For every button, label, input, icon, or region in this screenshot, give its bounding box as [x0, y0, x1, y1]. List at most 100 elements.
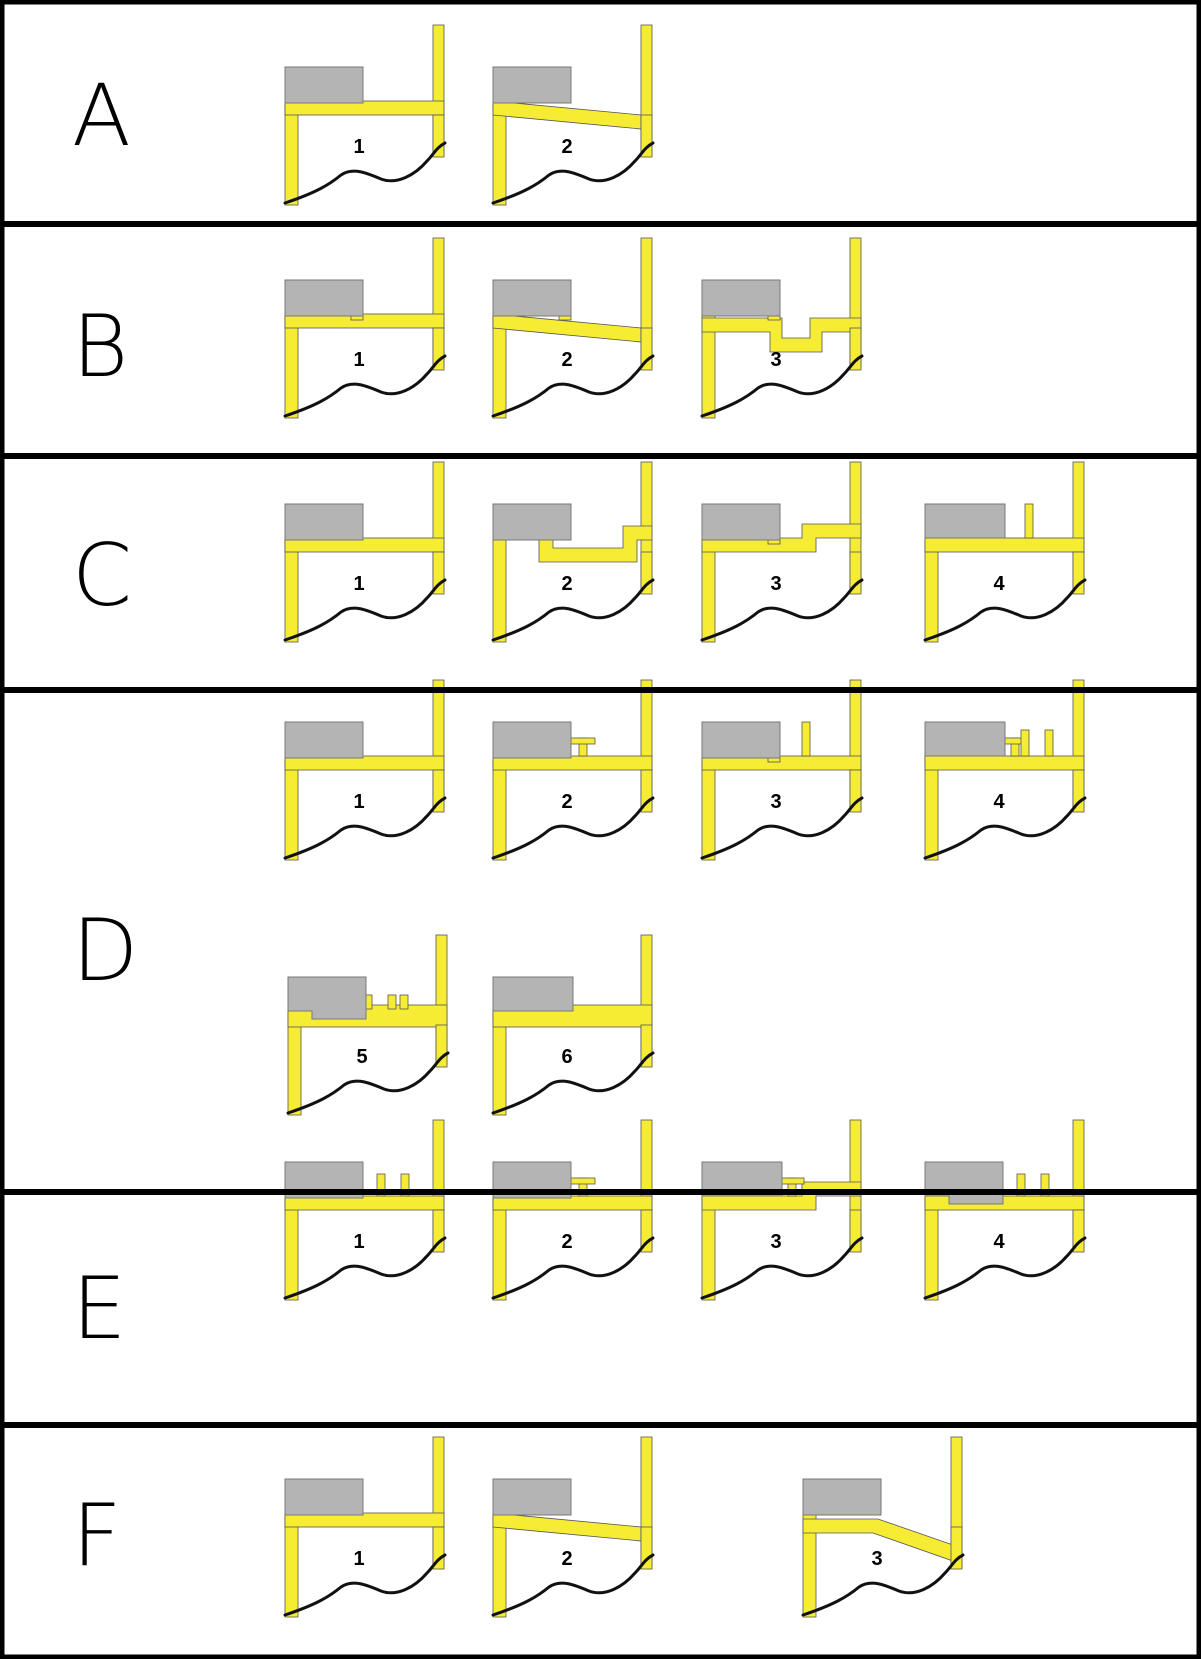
right-leg	[640, 327, 653, 371]
break-line	[700, 354, 864, 418]
right-leg	[432, 1526, 445, 1570]
right-leg	[640, 1526, 653, 1570]
right-leg	[432, 114, 445, 158]
small-fin	[1016, 1173, 1026, 1197]
profile-number: 1	[353, 573, 364, 595]
profile-f-1: 1	[283, 1436, 447, 1618]
break-line	[491, 354, 655, 418]
profile-d-4: 4	[923, 679, 1087, 861]
right-leg	[640, 551, 653, 595]
insert-block	[924, 503, 1006, 539]
profile-e-1: 1	[283, 1119, 447, 1301]
break-line	[283, 141, 447, 205]
profile-number: 3	[770, 1231, 781, 1253]
break-line	[700, 796, 864, 860]
right-leg	[849, 327, 862, 371]
profile-number: 4	[993, 1231, 1005, 1253]
insert-block	[492, 1478, 572, 1516]
horizontal-wall	[284, 755, 445, 771]
right-leg	[640, 769, 653, 813]
insert-block	[284, 66, 364, 104]
profile-number: 3	[770, 573, 781, 595]
right-leg	[432, 551, 445, 595]
right-leg	[1072, 551, 1085, 595]
horizontal-wall	[284, 1512, 445, 1528]
break-line	[923, 1236, 1087, 1300]
insert-block	[284, 503, 364, 541]
profile-d-1: 1	[283, 679, 447, 861]
horizontal-wall	[924, 537, 1085, 553]
profile-c-2: 2	[491, 461, 655, 643]
break-line	[283, 1553, 447, 1617]
small-fin	[1024, 503, 1034, 539]
profile-number: 2	[561, 136, 572, 158]
break-line	[491, 141, 655, 205]
row-letter-d: D	[72, 901, 138, 1001]
break-line	[491, 796, 655, 860]
horizontal-wall	[492, 1195, 653, 1211]
right-leg	[1072, 1209, 1085, 1253]
small-fin	[400, 1173, 410, 1197]
profile-d-6: 6	[491, 934, 655, 1116]
horizontal-wall	[924, 755, 1085, 771]
insert-block	[701, 279, 781, 317]
row-letter-f: F	[72, 1486, 121, 1586]
row-letter-a: A	[72, 66, 131, 166]
tee-cap	[570, 737, 596, 745]
right-leg	[1072, 769, 1085, 813]
insert-block	[492, 721, 572, 759]
profile-number: 3	[871, 1548, 882, 1570]
profile-d-2: 2	[491, 679, 655, 861]
row-letters: A B C D E F	[72, 66, 138, 1586]
insert-block	[701, 503, 781, 541]
insert-block	[924, 721, 1006, 757]
insert-block	[492, 66, 572, 104]
break-line	[491, 578, 655, 642]
small-fin	[376, 1173, 386, 1197]
profile-number: 2	[561, 573, 572, 595]
insert-block	[287, 976, 367, 1020]
right-leg	[435, 1024, 448, 1068]
profile-number: 6	[561, 1046, 572, 1068]
break-line	[283, 796, 447, 860]
profile-number: 2	[561, 349, 572, 371]
break-line	[286, 1051, 450, 1115]
slot-lip	[387, 994, 397, 1010]
insert-block	[802, 1478, 882, 1516]
profile-number: 3	[770, 349, 781, 371]
small-fin	[1020, 729, 1030, 757]
insert-block	[284, 721, 364, 759]
profile-number: 3	[770, 791, 781, 813]
profile-number: 2	[561, 1548, 572, 1570]
insert-block	[701, 721, 781, 759]
right-leg	[432, 769, 445, 813]
horizontal-wall	[284, 537, 445, 553]
profile-number: 2	[561, 1231, 572, 1253]
break-line	[283, 354, 447, 418]
insert-block	[284, 279, 364, 317]
row-letter-c: C	[72, 526, 132, 626]
tee-cap	[570, 1177, 596, 1185]
profile-f-3: 3	[801, 1436, 965, 1618]
right-leg	[432, 1209, 445, 1253]
profile-c-1: 1	[283, 461, 447, 643]
right-leg	[849, 769, 862, 813]
profile-d-5: 5	[286, 934, 450, 1116]
stepped-wall	[701, 523, 862, 553]
break-line	[923, 578, 1087, 642]
profile-a-1: 1	[283, 24, 447, 206]
right-leg	[849, 551, 862, 595]
profile-number: 2	[561, 791, 572, 813]
break-line	[491, 1236, 655, 1300]
right-leg	[849, 1209, 862, 1253]
small-fin	[1044, 729, 1054, 757]
row-letter-e: E	[72, 1259, 126, 1359]
insert-block	[492, 279, 572, 317]
profile-number: 1	[353, 1231, 364, 1253]
break-line	[283, 1236, 447, 1300]
profile-b-2: 2	[491, 237, 655, 419]
